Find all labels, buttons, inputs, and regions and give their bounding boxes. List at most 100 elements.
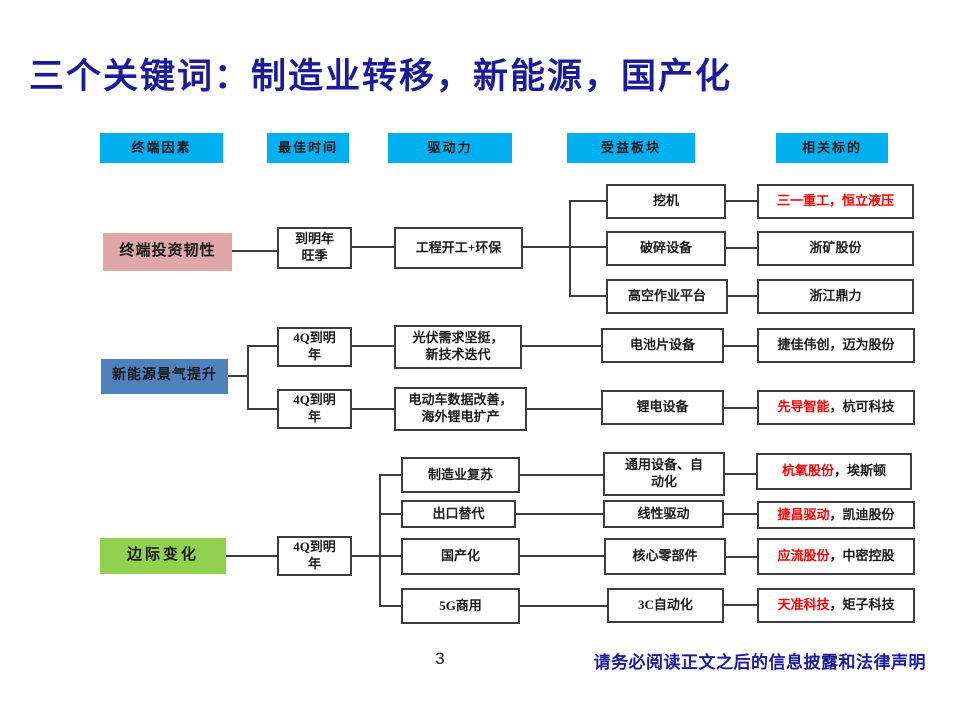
target-box-yingliu-zhongmi: 应流股份，中密控股	[757, 538, 915, 575]
header-benefit-sector: 受益板块	[567, 133, 695, 163]
sector-label: 线性驱动	[637, 505, 690, 521]
driver-line2: 海外锂电扩产	[421, 409, 500, 424]
sector-label: 高空作业平台	[627, 288, 706, 304]
header-benefit-sector-label: 受益板块	[600, 139, 661, 155]
driver-label: 5G商用	[439, 597, 482, 613]
category-terminal-investment-resilience: 终端投资韧性	[103, 233, 232, 271]
timing-line2: 年	[307, 556, 321, 571]
connector-line	[379, 474, 381, 606]
sector-label: 电池片设备	[629, 337, 695, 353]
sector-box-general-automation: 通用设备、自动化	[603, 452, 725, 496]
connector-line	[352, 246, 394, 248]
target-label: 浙矿股份	[809, 240, 862, 256]
driver-box-photovoltaic: 光伏需求坚挺，新技术迭代	[394, 325, 522, 369]
target-label: 捷佳伟创，迈为股份	[777, 337, 895, 353]
page-number: 3	[435, 649, 445, 668]
connector-line	[352, 408, 394, 410]
target-label: ，杭可科技	[829, 399, 895, 415]
connector-line	[725, 473, 756, 475]
target-label: 浙江鼎力	[809, 288, 862, 304]
connector-line	[520, 474, 603, 476]
connector-line	[726, 556, 757, 558]
driver-label: 出口替代	[432, 505, 485, 521]
target-red-label: 先导智能	[777, 399, 830, 415]
connector-line	[527, 408, 601, 410]
target-box-zhejiang-dingli: 浙江鼎力	[757, 279, 914, 314]
connector-line	[726, 247, 757, 249]
header-related-targets-label: 相关标的	[801, 139, 862, 155]
header-best-timing-label: 最佳时间	[277, 139, 338, 155]
target-box-sany-hengli: 三一重工，恒立液压	[757, 184, 914, 219]
target-red-label: 杭氧股份	[781, 463, 834, 479]
connector-line	[724, 407, 757, 409]
driver-line1: 光伏需求坚挺，	[412, 330, 504, 346]
connector-line	[247, 345, 277, 347]
target-box-jiejia-maiwei: 捷佳伟创，迈为股份	[757, 328, 915, 363]
connector-line	[724, 513, 757, 515]
timing-box-row3: 4Q到明年	[277, 536, 352, 576]
header-end-factor: 终端因素	[100, 133, 223, 163]
driver-line1: 电动车数据改善，	[408, 392, 513, 408]
header-related-targets: 相关标的	[776, 133, 888, 163]
driver-box-manufacturing-recovery: 制造业复苏	[401, 457, 520, 493]
driver-box-ev-lithium: 电动车数据改善，海外锂电扩产	[394, 387, 527, 431]
connector-line	[569, 295, 606, 297]
category-new-energy-boom: 新能源景气提升	[101, 359, 228, 394]
connector-line	[226, 555, 277, 557]
connector-line	[247, 408, 277, 410]
category-marginal-change: 边际变化	[100, 538, 226, 574]
connector-line	[379, 474, 401, 476]
connector-line	[726, 200, 757, 202]
header-driver: 驱动力	[388, 133, 512, 163]
target-label: ，矩子科技	[829, 597, 895, 613]
timing-line1: 4Q到明	[293, 330, 336, 346]
timing-line1: 到明年	[294, 231, 334, 247]
target-red-label: 应流股份	[777, 548, 830, 564]
target-label: ，中密控股	[829, 548, 895, 564]
target-red-label: 捷昌驱动	[777, 506, 830, 522]
target-box-xiandao-hangke: 先导智能，杭可科技	[757, 390, 915, 425]
sector-box-crushing-equipment: 破碎设备	[606, 231, 726, 266]
sector-label: 破碎设备	[639, 240, 692, 256]
target-box-tianzhun-juzi: 天准科技，矩子科技	[757, 588, 915, 623]
driver-box-export-substitution: 出口替代	[401, 500, 516, 528]
driver-box-localization: 国产化	[401, 538, 520, 575]
driver-label: 制造业复苏	[427, 466, 493, 482]
connector-line	[520, 605, 607, 607]
driver-box-construction: 工程开工+环保	[394, 227, 523, 269]
disclaimer-text: 请务必阅读正文之后的信息披露和法律声明	[593, 653, 926, 672]
connector-line	[232, 250, 277, 252]
header-best-timing: 最佳时间	[267, 133, 349, 163]
timing-box-row1: 到明年旺季	[277, 227, 352, 269]
timing-box-row2-ev: 4Q到明年	[277, 389, 352, 429]
timing-line2: 年	[307, 347, 321, 362]
target-red-label: 三一重工，恒立液压	[776, 193, 894, 209]
connector-line	[724, 604, 757, 606]
connector-line	[228, 375, 248, 377]
header-end-factor-label: 终端因素	[131, 139, 192, 155]
target-red-label: 天准科技	[777, 597, 830, 613]
sector-box-excavator: 挖机	[606, 184, 726, 219]
sector-line2: 动化	[650, 474, 677, 489]
category-label: 新能源景气提升	[112, 368, 217, 384]
sector-label: 锂电设备	[636, 399, 689, 415]
timing-line2: 旺季	[301, 248, 328, 263]
driver-label: 工程开工+环保	[415, 239, 502, 255]
category-label: 边际变化	[126, 547, 199, 564]
connector-line	[516, 513, 603, 515]
target-box-zhekuang: 浙矿股份	[757, 231, 914, 266]
timing-box-row2-pv: 4Q到明年	[277, 327, 352, 367]
driver-label: 国产化	[440, 548, 480, 564]
connector-line	[728, 295, 757, 297]
sector-label: 核心零部件	[632, 548, 698, 564]
driver-line2: 新技术迭代	[425, 347, 491, 362]
connector-line	[352, 555, 380, 557]
sector-label: 挖机	[652, 193, 679, 209]
connector-line	[247, 345, 249, 410]
sector-line1: 通用设备、自	[624, 457, 703, 473]
connector-line	[569, 246, 606, 248]
connector-line	[379, 605, 401, 607]
sector-box-linear-drive: 线性驱动	[603, 500, 724, 528]
connector-line	[352, 345, 394, 347]
